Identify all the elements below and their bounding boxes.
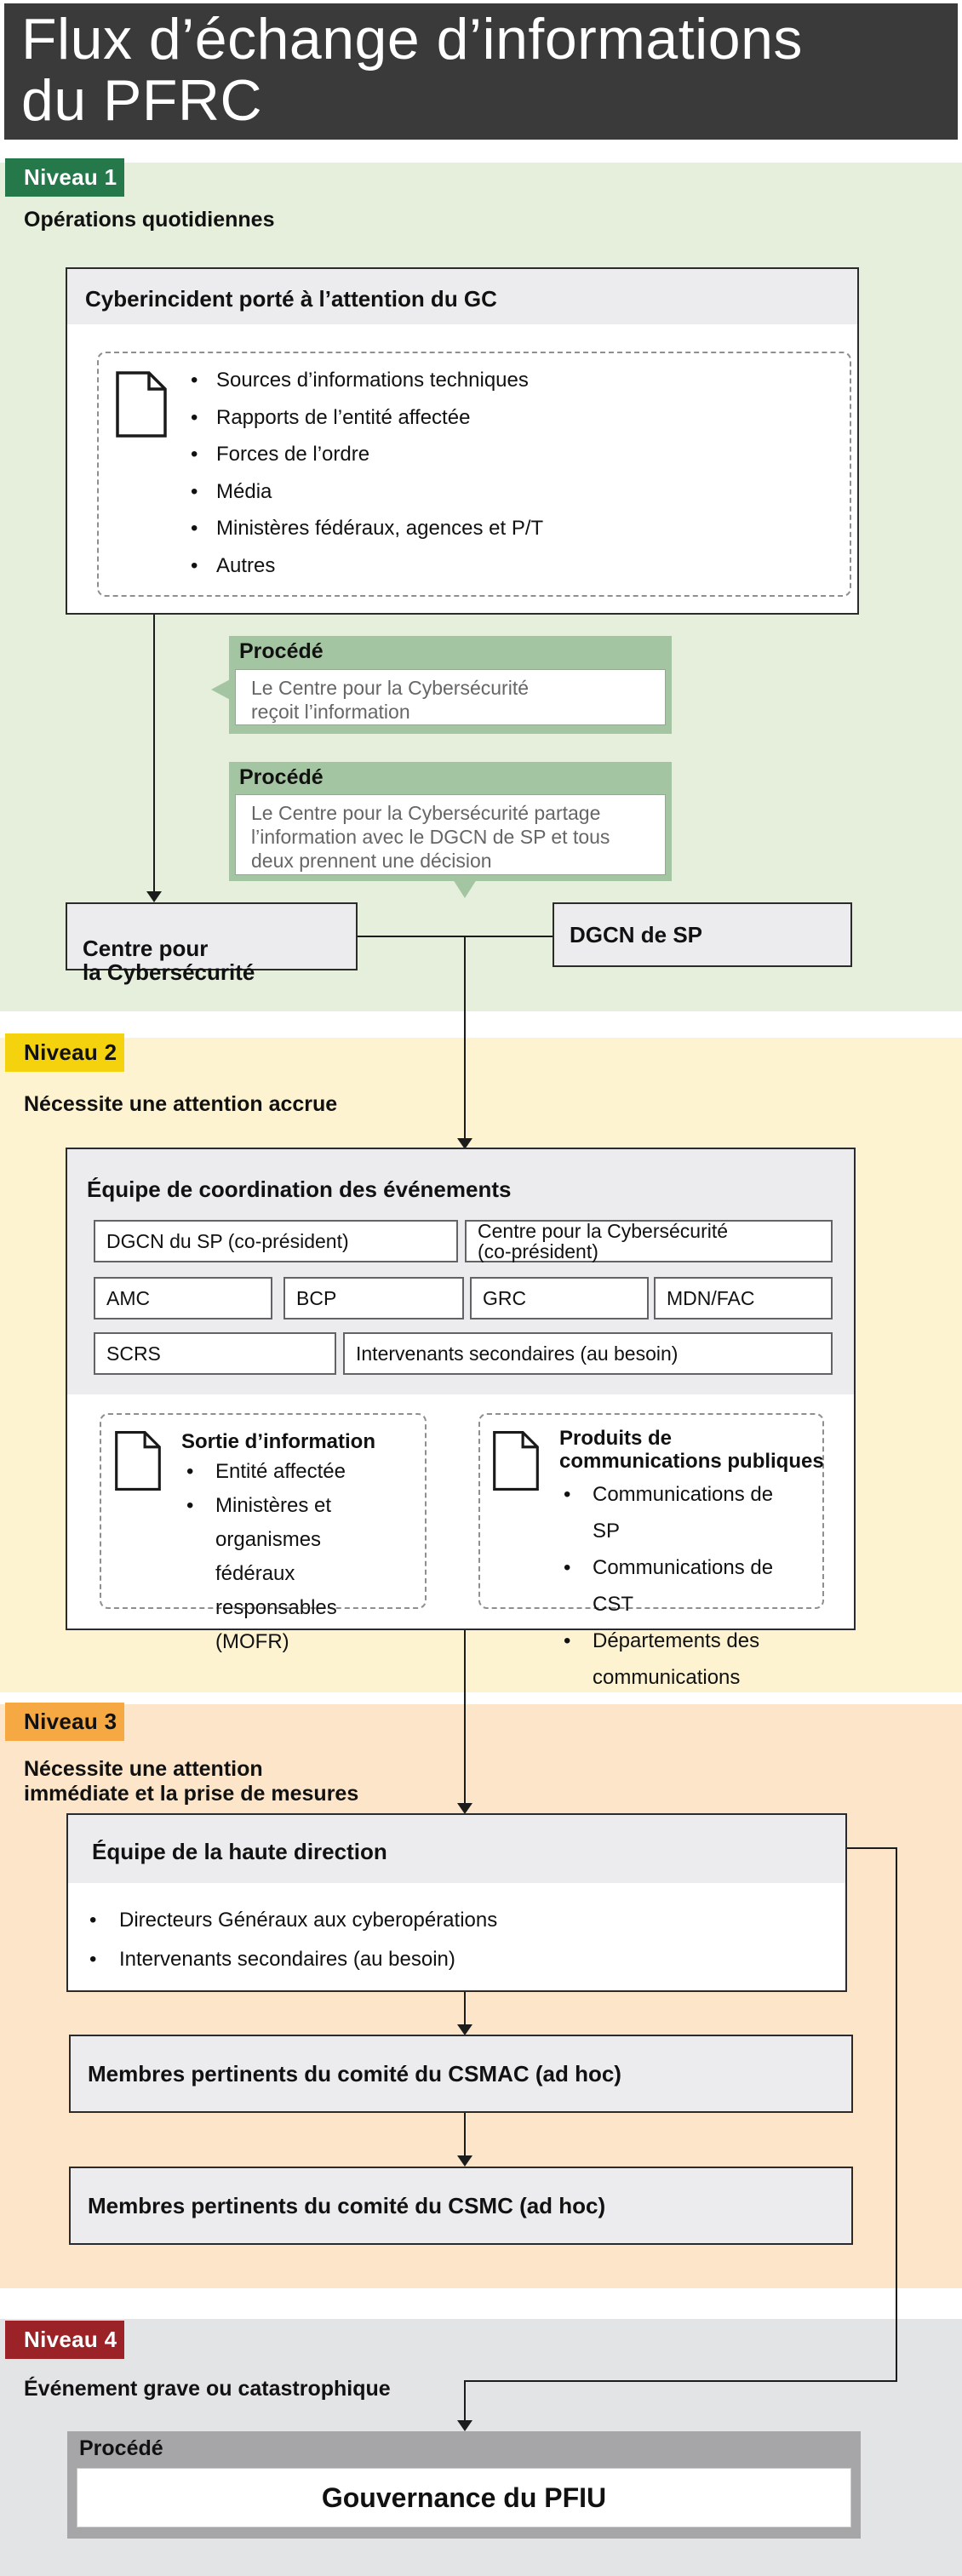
governance-title: Gouvernance du PFIU <box>321 2482 607 2513</box>
csmc-box: Membres pertinents du comité du CSMC (ad… <box>69 2167 853 2245</box>
governance-process-box: Procédé Gouvernance du PFIU <box>67 2431 861 2539</box>
csmc-label: Membres pertinents du comité du CSMC (ad… <box>88 2193 606 2218</box>
arrow-to-governance-head <box>457 2420 472 2431</box>
arrow-decision-to-team-head <box>457 1138 472 1149</box>
member-label: DGCN du SP (co-président) <box>106 1230 349 1252</box>
level2-subtitle: Nécessite une attention accrue <box>24 1092 338 1116</box>
document-icon <box>114 1428 162 1497</box>
arrow-incident-to-centre-head <box>146 891 162 902</box>
comms-list: Communications de SP Communications de C… <box>562 1476 776 1696</box>
process-2-label: Procédé <box>239 765 324 789</box>
arrow-team-to-senior-line <box>464 1630 466 1804</box>
incident-box-header <box>67 269 857 324</box>
document-icon <box>115 370 168 443</box>
csmac-box: Membres pertinents du comité du CSMAC (a… <box>69 2035 853 2113</box>
member-box-bcp: BCP <box>283 1277 464 1319</box>
feedback-line-right <box>896 1847 897 2382</box>
csmac-label: Membres pertinents du comité du CSMAC (a… <box>88 2061 621 2087</box>
info-output-list: Entité affectée Ministères et organismes… <box>185 1455 389 1659</box>
connector-centre-dgcn <box>357 936 553 937</box>
list-item: Sources d’informations techniques <box>189 362 543 399</box>
list-item: Autres <box>189 547 543 585</box>
governance-title-box: Gouvernance du PFIU <box>77 2468 851 2527</box>
level4-label: Niveau 4 <box>5 2321 124 2359</box>
list-item: Média <box>189 473 543 511</box>
document-icon <box>492 1428 540 1497</box>
level3-label: Niveau 3 <box>5 1703 124 1741</box>
process-1-pointer <box>211 677 235 702</box>
member-box-dgcn-sp: DGCN du SP (co-président) <box>94 1220 458 1262</box>
list-item: Forces de l’ordre <box>189 436 543 473</box>
arrow-senior-to-csmac-head <box>457 2024 472 2035</box>
arrow-team-to-senior-head <box>457 1803 472 1814</box>
senior-team-list: Directeurs Généraux aux cyberopérations … <box>88 1901 497 1979</box>
senior-team-header <box>68 1815 845 1883</box>
level1-label: Niveau 1 <box>5 158 124 197</box>
level2-label: Niveau 2 <box>5 1033 124 1072</box>
list-item: Ministères fédéraux, agences et P/T <box>189 510 543 547</box>
member-label: BCP <box>296 1287 337 1309</box>
member-label: AMC <box>106 1287 151 1309</box>
process-1-text: Le Centre pour la Cybersécurité reçoit l… <box>235 669 666 725</box>
level4-subtitle: Événement grave ou catastrophique <box>24 2377 391 2401</box>
coordination-team-title: Équipe de coordination des événements <box>87 1176 512 1202</box>
list-item: Communications de SP <box>562 1476 776 1549</box>
member-label: Centre pour la Cybersécurité (co-préside… <box>478 1220 729 1262</box>
list-item: Communications de CST <box>562 1549 776 1623</box>
governance-process-label: Procédé <box>79 2436 163 2460</box>
cyber-centre-box: Centre pour la Cybersécurité <box>66 902 358 984</box>
member-label: Intervenants secondaires (au besoin) <box>356 1342 679 1365</box>
arrow-csmac-to-csmc-line <box>464 2113 466 2157</box>
member-label: SCRS <box>106 1342 161 1365</box>
arrow-incident-to-centre-line <box>153 615 155 891</box>
list-item: Entité affectée <box>185 1455 389 1489</box>
member-box-cyber-centre: Centre pour la Cybersécurité (co-préside… <box>465 1220 833 1262</box>
process-2-pointer <box>453 879 477 898</box>
process-2-text: Le Centre pour la Cybersécurité partage … <box>235 794 666 875</box>
member-label: MDN/FAC <box>667 1287 755 1309</box>
info-output-title: Sortie d’information <box>181 1430 375 1453</box>
list-item: Départements des communications <box>562 1623 776 1696</box>
member-box-grc: GRC <box>470 1277 649 1319</box>
page-title: Flux d’échange d’informations du PFRC <box>21 7 803 133</box>
level1-subtitle: Opérations quotidiennes <box>24 208 275 232</box>
member-box-scrs: SCRS <box>94 1332 336 1375</box>
member-label: GRC <box>483 1287 527 1309</box>
arrow-csmac-to-csmc-head <box>457 2155 472 2167</box>
senior-team-title: Équipe de la haute direction <box>92 1839 387 1864</box>
list-item: Directeurs Généraux aux cyberopérations <box>88 1901 497 1940</box>
list-item: Ministères et organismes fédéraux respon… <box>185 1489 389 1659</box>
incident-sources-list: Sources d’informations techniques Rappor… <box>189 362 543 584</box>
arrow-decision-to-team-line <box>464 936 466 1138</box>
feedback-line-top <box>846 1847 897 1849</box>
member-box-secondary: Intervenants secondaires (au besoin) <box>343 1332 833 1375</box>
member-box-amc: AMC <box>94 1277 272 1319</box>
list-item: Rapports de l’entité affectée <box>189 399 543 437</box>
dgcn-box: DGCN de SP <box>553 902 852 967</box>
arrow-to-governance-line <box>464 2380 466 2421</box>
incident-sources-dashed-box <box>97 352 851 597</box>
dgcn-label: DGCN de SP <box>570 922 703 947</box>
process-1-label: Procédé <box>239 639 324 663</box>
arrow-senior-to-csmac-line <box>464 1992 466 2026</box>
incident-box-title: Cyberincident porté à l’attention du GC <box>85 286 497 312</box>
feedback-line-bottom <box>464 2380 897 2382</box>
member-box-mdn-fac: MDN/FAC <box>654 1277 833 1319</box>
comms-title: Produits de communications publiques <box>559 1427 824 1473</box>
level3-subtitle: Nécessite une attention immédiate et la … <box>24 1757 359 1806</box>
page-header: Flux d’échange d’informations du PFRC <box>4 3 958 140</box>
cyber-centre-label: Centre pour la Cybersécurité <box>83 936 255 985</box>
list-item: Intervenants secondaires (au besoin) <box>88 1940 497 1979</box>
